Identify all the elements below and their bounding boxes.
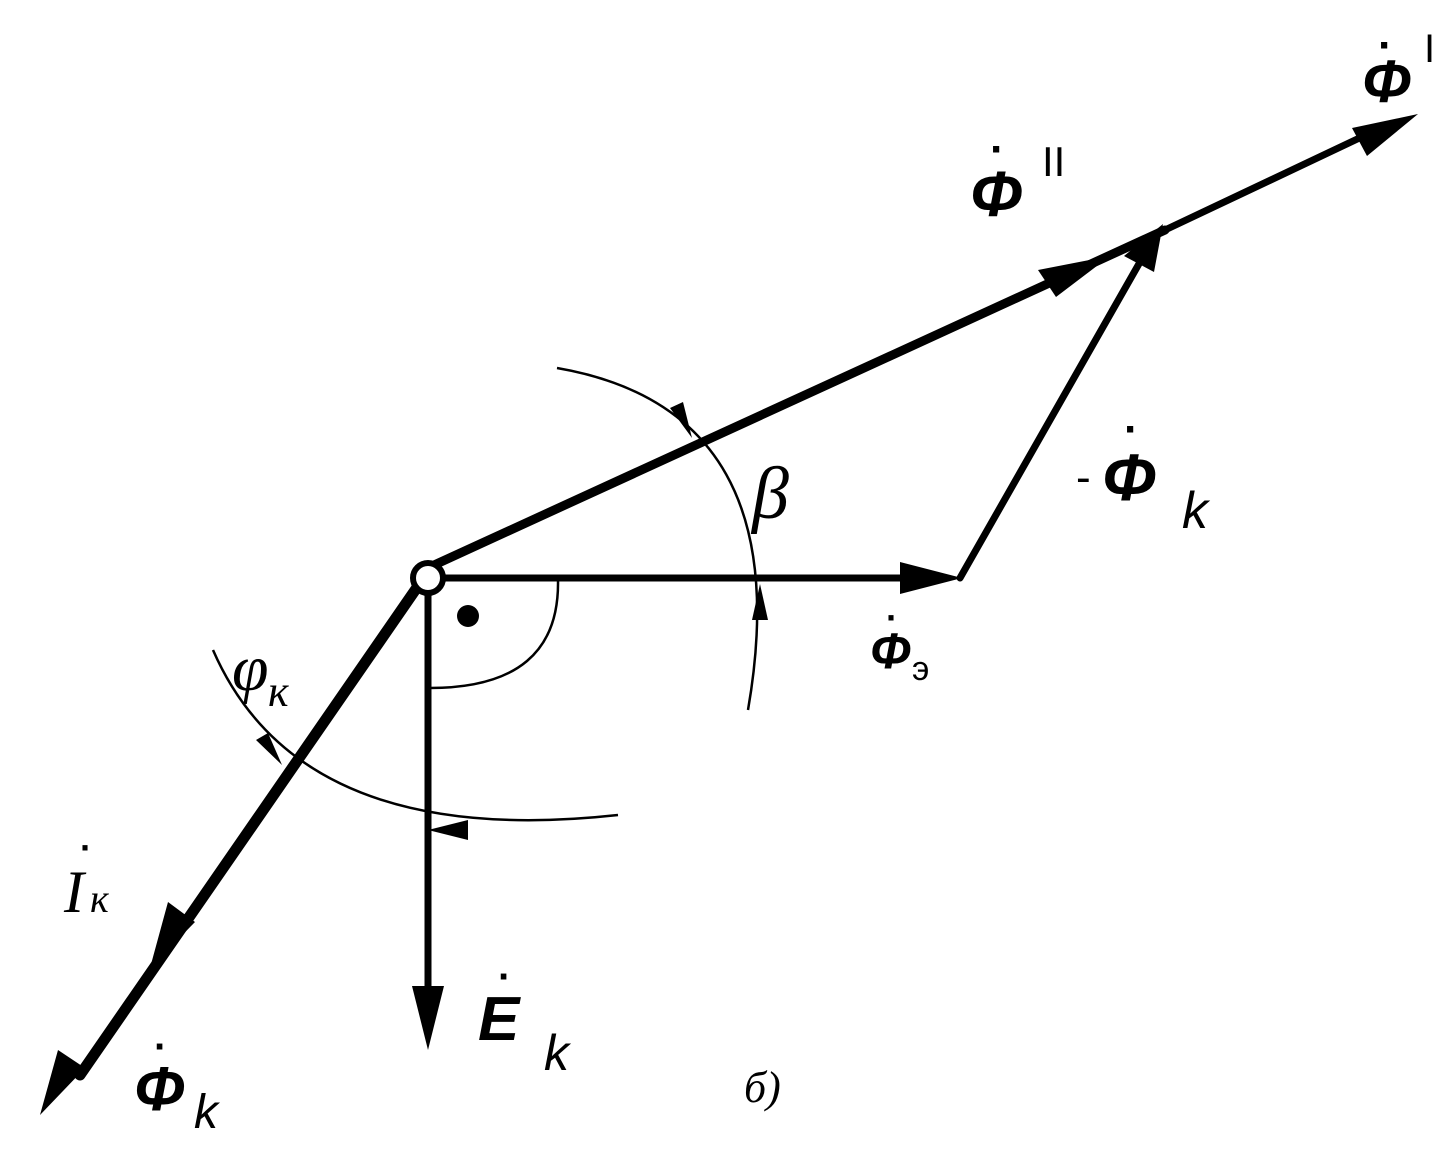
phi-k-symbol: Φ	[134, 1055, 185, 1124]
phi-I-arrowhead	[1352, 114, 1418, 156]
i-k-arrowhead	[150, 902, 195, 968]
phi-e-label: · Φ э	[870, 597, 929, 688]
e-k-label: · E k	[478, 955, 572, 1081]
svg-text:·: ·	[1378, 21, 1393, 70]
phi-k-arc-arrowhead-left	[256, 733, 282, 765]
phi-I-label: · Φ I	[1362, 21, 1435, 115]
i-k-symbol: I	[63, 859, 87, 925]
svg-text:·: ·	[498, 955, 511, 999]
neg-phi-k-prefix: -	[1076, 453, 1091, 502]
i-k-subscript: к	[90, 876, 109, 921]
phi-k-angle-symbol: φ	[232, 632, 269, 705]
phi-II-superscript: II	[1042, 138, 1065, 185]
right-angle-dot	[457, 605, 479, 627]
phi-e-subscript: э	[912, 650, 929, 688]
neg-phi-k-subscript: k	[1182, 482, 1211, 540]
phi-e-arrowhead	[900, 562, 962, 594]
phi-k-arc-arrowhead-bottom	[428, 820, 468, 840]
svg-text:·: ·	[990, 125, 1005, 174]
e-k-subscript: k	[544, 1025, 572, 1081]
figure-caption: б)	[744, 1063, 781, 1112]
svg-text:·: ·	[1124, 405, 1139, 454]
svg-text:·: ·	[80, 827, 92, 868]
phi-II-label: · Φ II	[970, 125, 1065, 230]
phi-k-label: · Φ k	[134, 1025, 221, 1139]
svg-text:·: ·	[886, 597, 898, 638]
neg-phi-k-label: - · Φ k	[1076, 405, 1211, 540]
phi-e-symbol: Φ	[870, 623, 911, 679]
neg-phi-k-vector-line	[956, 258, 1144, 582]
beta-label: β	[750, 453, 789, 535]
beta-arc-arrowhead-upper	[670, 402, 692, 438]
phi-k-angle-arc	[211, 649, 619, 822]
i-k-label: · I к	[63, 827, 109, 925]
phi-II-vector-line	[427, 225, 1170, 571]
beta-arc-arrowhead-lower	[752, 584, 768, 620]
phi-k-subscript: k	[194, 1086, 221, 1139]
neg-phi-k-arrowhead	[1124, 224, 1163, 272]
origin-point	[410, 560, 446, 596]
beta-angle-arc	[556, 366, 759, 711]
neg-phi-k-symbol: Φ	[1102, 440, 1156, 514]
svg-text:·: ·	[154, 1025, 167, 1069]
phi-I-superscript: I	[1424, 27, 1435, 71]
e-k-symbol: E	[478, 985, 521, 1054]
phi-I-symbol: Φ	[1362, 48, 1411, 115]
phi-I-vector-line	[1161, 129, 1374, 234]
phi-II-arrowhead	[1038, 256, 1110, 297]
e-k-arrowhead	[412, 986, 444, 1050]
right-angle-arc	[429, 579, 560, 690]
i-k-phi-k-vector-line	[74, 580, 424, 1081]
phi-k-angle-label: φ к	[232, 632, 289, 716]
phi-II-symbol: Φ	[970, 158, 1023, 230]
phi-k-angle-subscript: к	[268, 667, 289, 716]
phi-k-arrowhead	[40, 1050, 85, 1115]
